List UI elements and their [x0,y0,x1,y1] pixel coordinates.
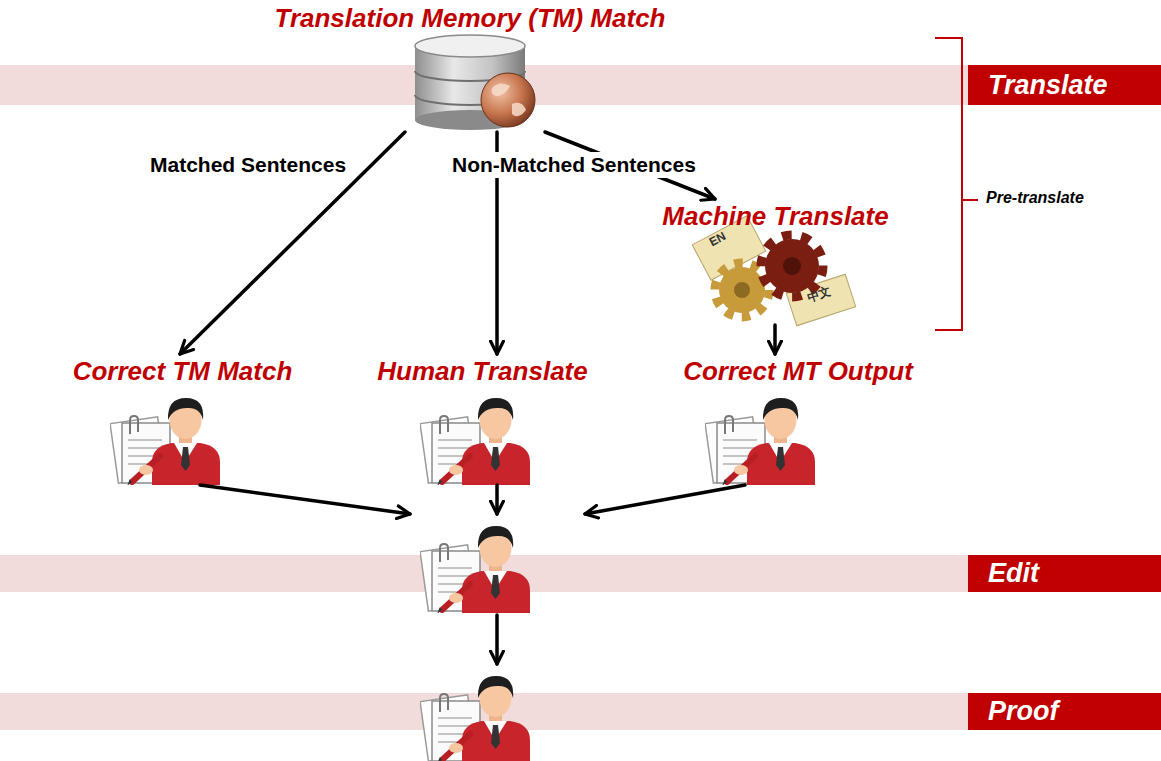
flow-arrow [495,485,499,514]
globe [481,73,535,127]
gear-teeth [715,263,769,317]
globe-land [492,83,526,116]
person-icon [420,526,530,614]
language-tag: EN [707,229,728,249]
stage-band: Translate [0,65,1161,105]
flow-arrow [495,615,499,664]
stage-name: Proof [988,693,1161,730]
person-icon [705,398,815,486]
step-heading: Correct TM Match [73,355,293,387]
step-heading: Human Translate [377,355,587,387]
heading-row: Correct TM Match [35,355,330,387]
stage-name: Translate [988,65,1161,105]
people [110,398,815,761]
stage-label-box: Translate [968,65,1161,105]
database-icon [415,35,535,130]
gear-hub [783,257,801,275]
heading-row: Translation Memory (TM) Match [215,2,725,34]
edge-label: Matched Sentences [148,152,348,178]
person-icon [420,676,530,761]
heading-row: Machine Translate [648,200,903,232]
heading-row: Correct MT Output [648,355,948,387]
process-step: Human Translate [345,355,620,485]
band-strips [0,65,978,730]
person-icon [110,398,220,486]
database-top [415,35,525,57]
gear-hub [734,282,750,298]
edge-label: Non-Matched Sentences [450,152,698,178]
language-tag: 中文 [805,283,833,307]
stage-name: Edit [988,555,1161,592]
heading-row: Human Translate [345,355,620,387]
step-heading: Machine Translate [662,200,888,232]
step-heading: Translation Memory (TM) Match [274,2,665,34]
step-heading: Correct MT Output [683,355,913,387]
process-step: Correct MT Output [648,355,948,485]
flow-arrow [773,325,777,354]
machine-translate-icon [692,216,855,326]
process-step: Correct TM Match [35,355,330,485]
stage-band: Edit [0,515,1161,615]
stage-label-box: Proof [968,693,1161,730]
process-step: Machine Translate [648,200,903,325]
stage-label-box: Edit [968,555,1161,592]
person-icon [420,398,530,486]
stage-band: Proof [0,665,1161,761]
flow-arrow [585,485,745,514]
bracket-label: Pre-translate [986,189,1084,207]
process-step: Translation Memory (TM) Match [215,2,725,132]
flow-arrow [200,485,410,514]
